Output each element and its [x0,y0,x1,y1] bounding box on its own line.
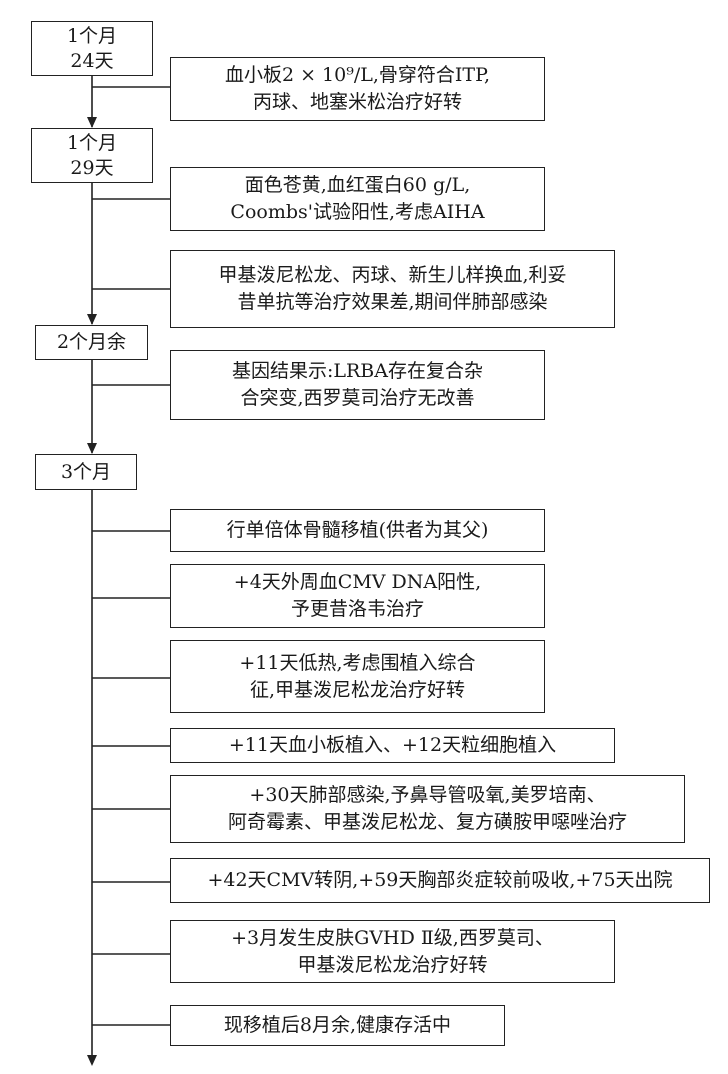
event-text-line: +4天外周血CMV DNA阳性, [233,571,482,593]
event-box-peri-engraftment-syndrome: +11天低热,考虑围植入综合 征,甲基泼尼松龙治疗好转 [170,640,545,713]
event-text-line: 征,甲基泼尼松龙治疗好转 [249,678,466,701]
event-text-line: 面色苍黄,血红蛋白60 g/L, [244,174,471,196]
event-text-line: Coombs'试验阳性,考虑AIHA [230,201,485,223]
event-text-line: 合突变,西罗莫司治疗无改善 [240,387,475,409]
event-text-line: 昔单抗等治疗效果差,期间伴肺部感染 [237,291,548,313]
event-text-line: 甲基泼尼松龙治疗好转 [297,953,488,976]
event-box-itp-diagnosis: 血小板2 × 10⁹/L,骨穿符合ITP, 丙球、地塞米松治疗好转 [170,57,545,121]
event-text-line: 血小板2 × 10⁹/L,骨穿符合ITP, [224,64,491,86]
event-text-line: +3月发生皮肤GVHD Ⅱ级,西罗莫司、 [231,926,554,949]
stage-label-line: 1个月 [66,24,118,47]
event-text-line: 丙球、地塞米松治疗好转 [252,91,462,113]
event-text-line: +11天血小板植入、+12天粒细胞植入 [228,734,557,756]
event-box-pulmonary-infection: +30天肺部感染,予鼻导管吸氧,美罗培南、 阿奇霉素、甲基泼尼松龙、复方磺胺甲噁… [170,775,685,843]
stage-label-line: 24天 [70,49,114,72]
event-text-line: 阿奇霉素、甲基泼尼松龙、复方磺胺甲噁唑治疗 [227,811,627,833]
event-box-engraftment: +11天血小板植入、+12天粒细胞植入 [170,728,615,763]
stage-label-line: 3个月 [60,460,112,483]
event-box-haploidentical-transplant: 行单倍体骨髓移植(供者为其父) [170,509,545,552]
event-box-discharge: +42天CMV转阴,+59天胸部炎症较前吸收,+75天出院 [170,858,710,903]
event-box-cmv-positive: +4天外周血CMV DNA阳性, 予更昔洛韦治疗 [170,564,545,628]
event-box-lrba-gene-result: 基因结果示:LRBA存在复合杂 合突变,西罗莫司治疗无改善 [170,350,545,420]
event-text-line: 予更昔洛韦治疗 [290,598,424,620]
event-text-line: +42天CMV转阴,+59天胸部炎症较前吸收,+75天出院 [207,869,673,891]
event-text-line: 现移植后8月余,健康存活中 [223,1014,452,1036]
event-box-skin-gvhd: +3月发生皮肤GVHD Ⅱ级,西罗莫司、 甲基泼尼松龙治疗好转 [170,920,615,983]
stage-label-line: 2个月余 [56,331,127,353]
arrowhead-down [87,314,97,325]
event-box-poor-treatment-response: 甲基泼尼松龙、丙球、新生儿样换血,利妥 昔单抗等治疗效果差,期间伴肺部感染 [170,250,615,328]
event-text-line: +30天肺部感染,予鼻导管吸氧,美罗培南、 [249,784,606,806]
stage-label-line: 1个月 [66,131,118,154]
stage-label-line: 29天 [70,156,114,179]
stage-box-1-month-29-days: 1个月 29天 [31,128,153,183]
stage-box-1-month-24-days: 1个月 24天 [31,21,153,76]
event-text-line: 基因结果示:LRBA存在复合杂 [231,360,483,382]
arrowhead-down [87,117,97,128]
arrowhead-down [87,443,97,454]
event-box-current-status: 现移植后8月余,健康存活中 [170,1005,505,1046]
event-text-line: +11天低热,考虑围植入综合 [239,651,476,674]
event-text-line: 甲基泼尼松龙、丙球、新生儿样换血,利妥 [218,264,567,286]
event-text-line: 行单倍体骨髓移植(供者为其父) [226,519,489,541]
stage-box-3-months: 3个月 [35,454,137,490]
event-box-aiha: 面色苍黄,血红蛋白60 g/L, Coombs'试验阳性,考虑AIHA [170,167,545,231]
stage-box-2-months-plus: 2个月余 [35,325,148,360]
arrowhead-down [87,1055,97,1066]
